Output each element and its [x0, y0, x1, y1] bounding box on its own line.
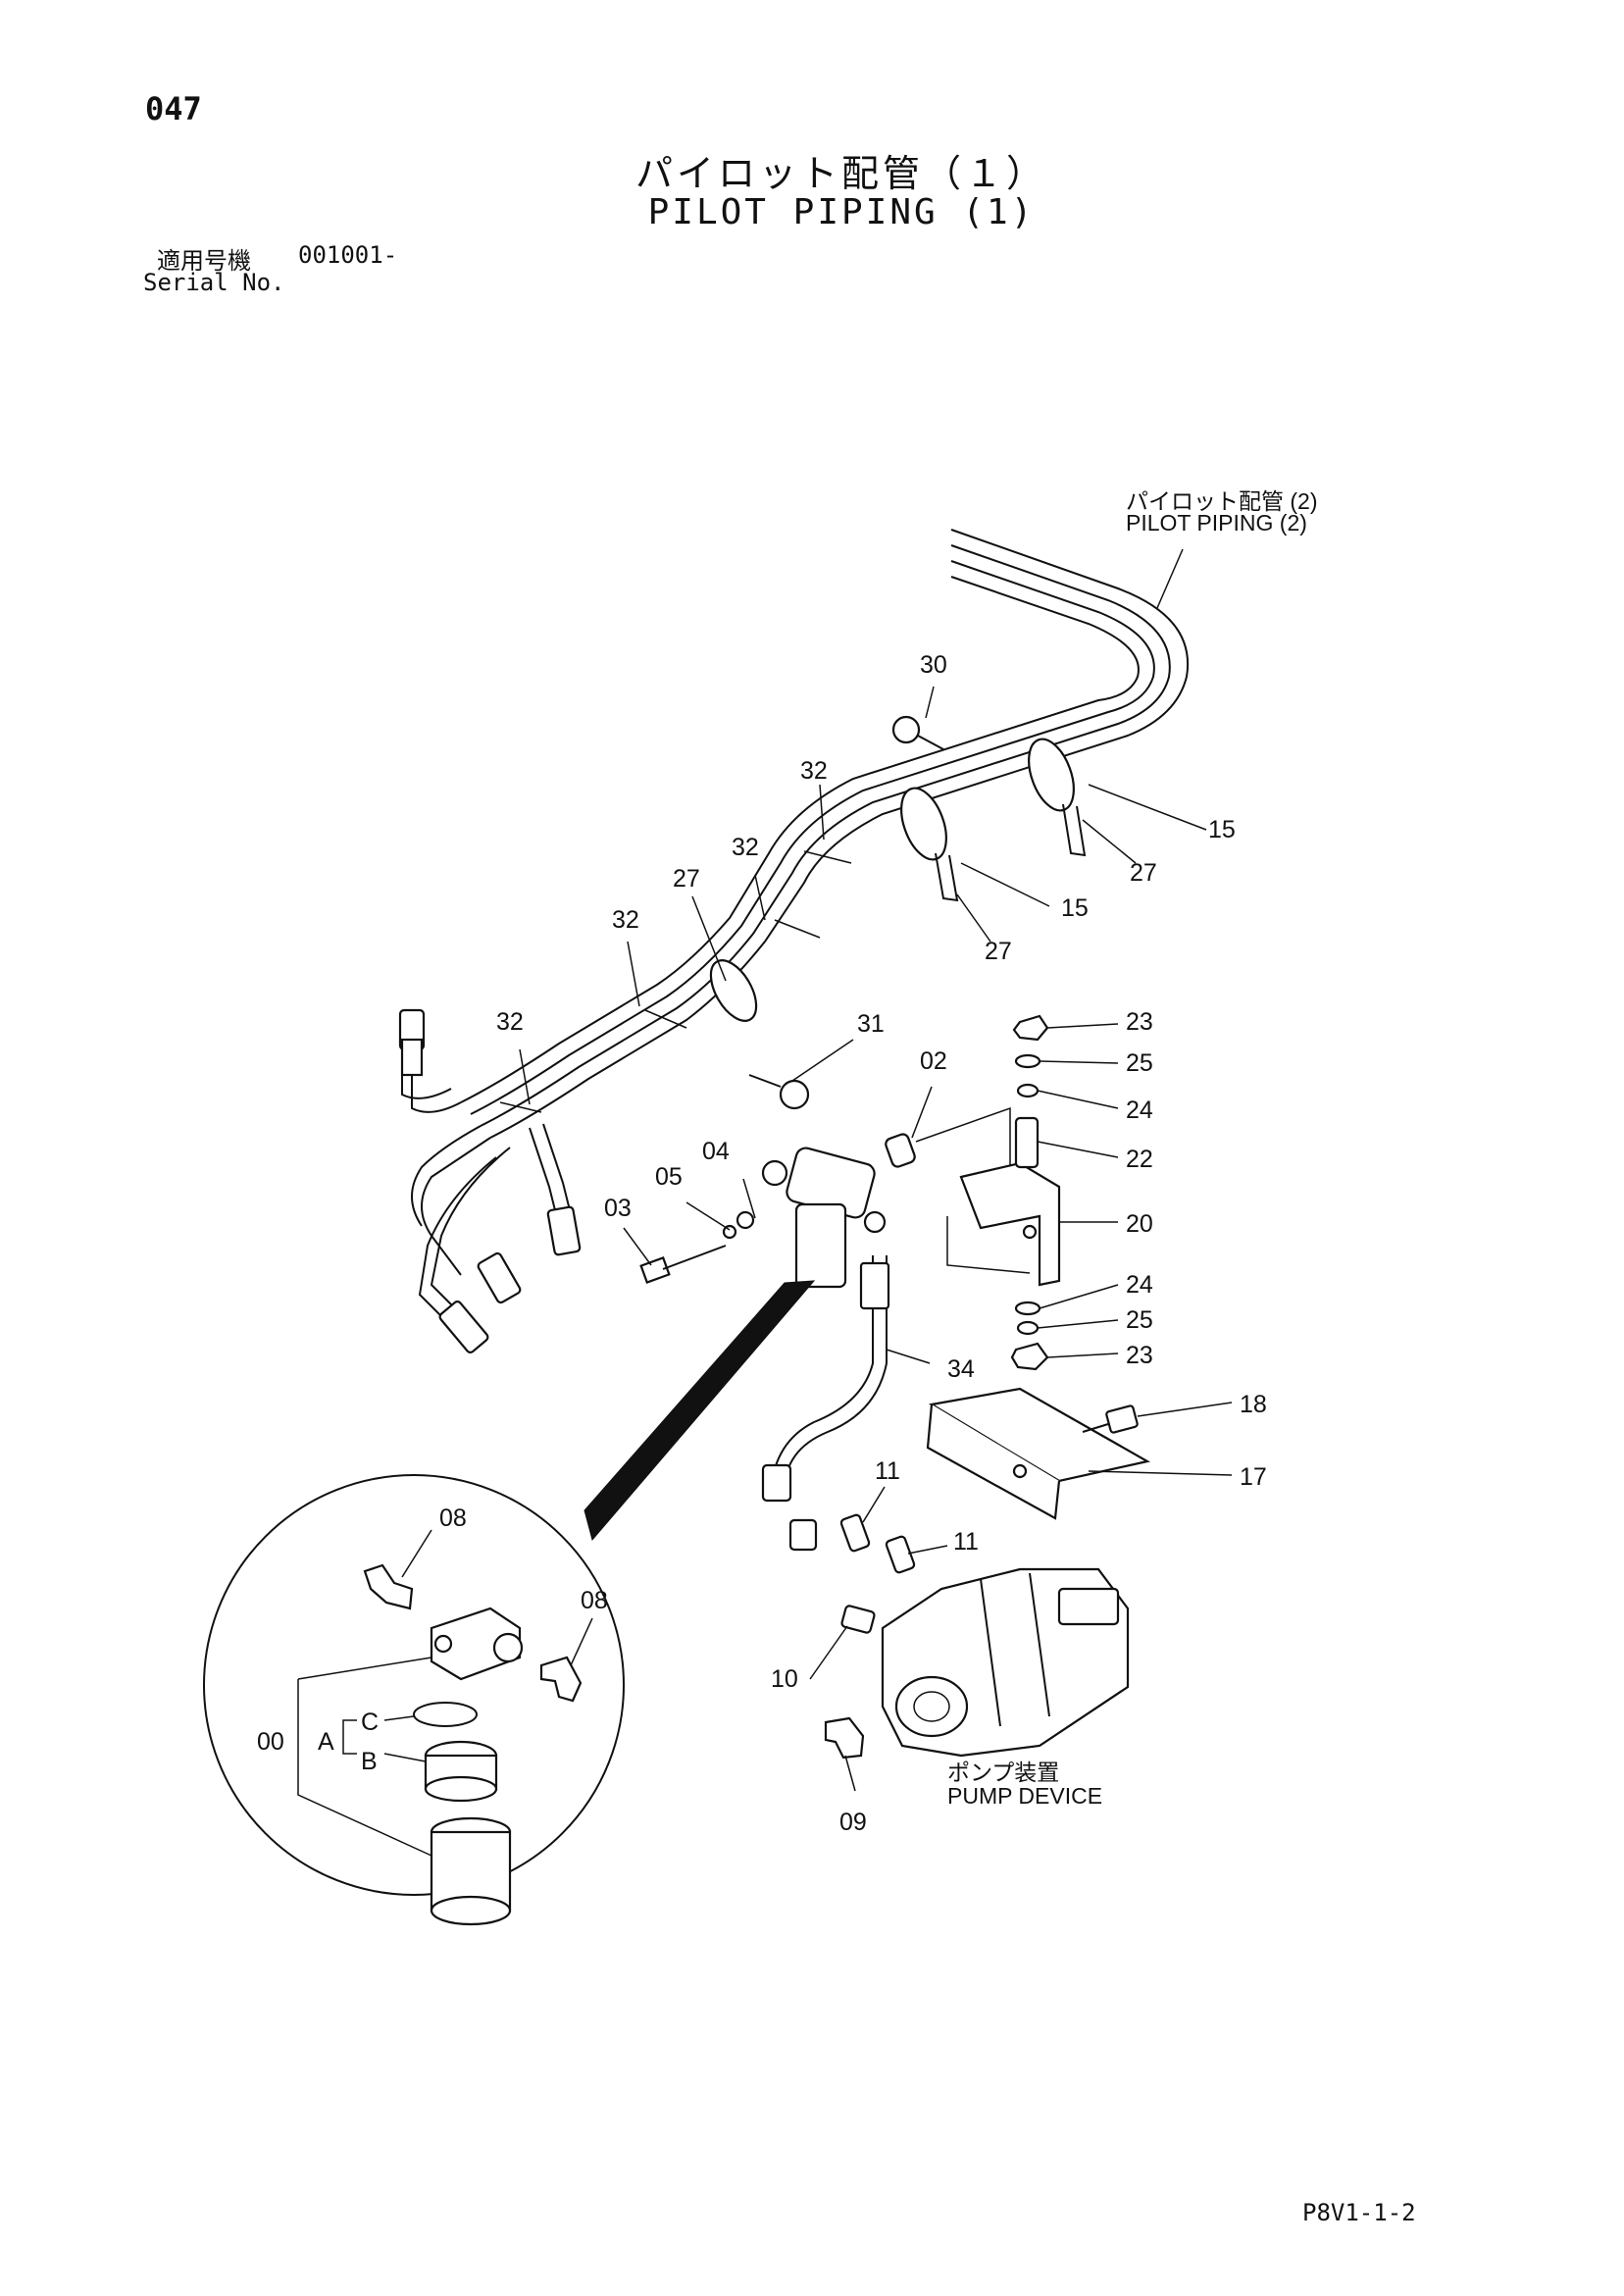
serial-number-value: 001001-	[298, 241, 398, 269]
callout-04: 04	[702, 1138, 730, 1165]
callout-18: 18	[1240, 1391, 1267, 1418]
footer-code: P8V1-1-2	[1302, 2199, 1416, 2226]
callout-24-b: 24	[1126, 1271, 1153, 1299]
callout-31: 31	[857, 1010, 885, 1038]
callout-C: C	[361, 1709, 379, 1736]
pump-device-label-en: PUMP DEVICE	[947, 1783, 1103, 1809]
pipe-clamps	[499, 738, 1087, 1113]
callout-22: 22	[1126, 1146, 1153, 1173]
callout-17: 17	[1240, 1463, 1267, 1491]
callout-labels: 30 32 32 32 32 27 27 27 15 15 31 02 04 0…	[257, 651, 1267, 1836]
callout-09: 09	[839, 1809, 867, 1836]
bolt-30	[891, 715, 944, 750]
callout-27-b: 27	[1130, 859, 1157, 887]
callout-27-c: 27	[985, 938, 1012, 965]
callout-08-a: 08	[439, 1505, 467, 1532]
callout-A: A	[318, 1728, 334, 1756]
callout-32-b: 32	[732, 834, 759, 861]
pipe-bundle	[401, 529, 1190, 1325]
page-title-english: PILOT PIPING (1)	[647, 192, 1036, 232]
callout-11-a: 11	[875, 1457, 900, 1485]
callout-02: 02	[920, 1047, 947, 1075]
leader-lines	[401, 548, 1233, 1792]
callout-11-b: 11	[953, 1528, 979, 1556]
callout-30: 30	[920, 651, 947, 679]
callout-23-b: 23	[1126, 1342, 1153, 1369]
bracket-20-assembly	[885, 1014, 1061, 1371]
pipe-end-fittings	[398, 1008, 582, 1353]
filter-detail-view	[203, 1280, 816, 1926]
filter-assembly	[639, 1147, 890, 1552]
serial-label-english: Serial No.	[143, 269, 285, 296]
pump-device	[824, 1513, 1130, 1760]
callout-24-a: 24	[1126, 1097, 1153, 1124]
callout-27-a: 27	[673, 865, 700, 893]
callout-15-a: 15	[1208, 816, 1236, 843]
callout-05: 05	[655, 1163, 683, 1191]
page-title-japanese: パイロット配管（１）	[634, 152, 1047, 195]
callout-03: 03	[604, 1195, 632, 1222]
serial-label-japanese: 適用号機	[157, 247, 251, 275]
bracket-17	[926, 1387, 1151, 1520]
page-number: 047	[145, 90, 202, 128]
bolt-31	[748, 1074, 810, 1110]
callout-08-b: 08	[581, 1587, 608, 1614]
callout-10: 10	[771, 1665, 798, 1693]
pilot-piping-2-label-en: PILOT PIPING (2)	[1126, 510, 1307, 536]
callout-25-b: 25	[1126, 1306, 1153, 1334]
callout-32-a: 32	[800, 757, 828, 785]
pump-device-label-jp: ポンプ装置	[947, 1760, 1060, 1785]
callout-32-c: 32	[612, 906, 639, 934]
callout-20: 20	[1126, 1210, 1153, 1238]
callout-32-d: 32	[496, 1008, 524, 1036]
callout-00: 00	[257, 1728, 284, 1756]
callout-B: B	[361, 1748, 378, 1775]
pilot-piping-2-label-jp: パイロット配管 (2)	[1126, 488, 1318, 514]
callout-25-a: 25	[1126, 1049, 1153, 1077]
callout-15-b: 15	[1061, 894, 1089, 922]
callout-23-a: 23	[1126, 1008, 1153, 1036]
callout-34: 34	[947, 1355, 975, 1383]
